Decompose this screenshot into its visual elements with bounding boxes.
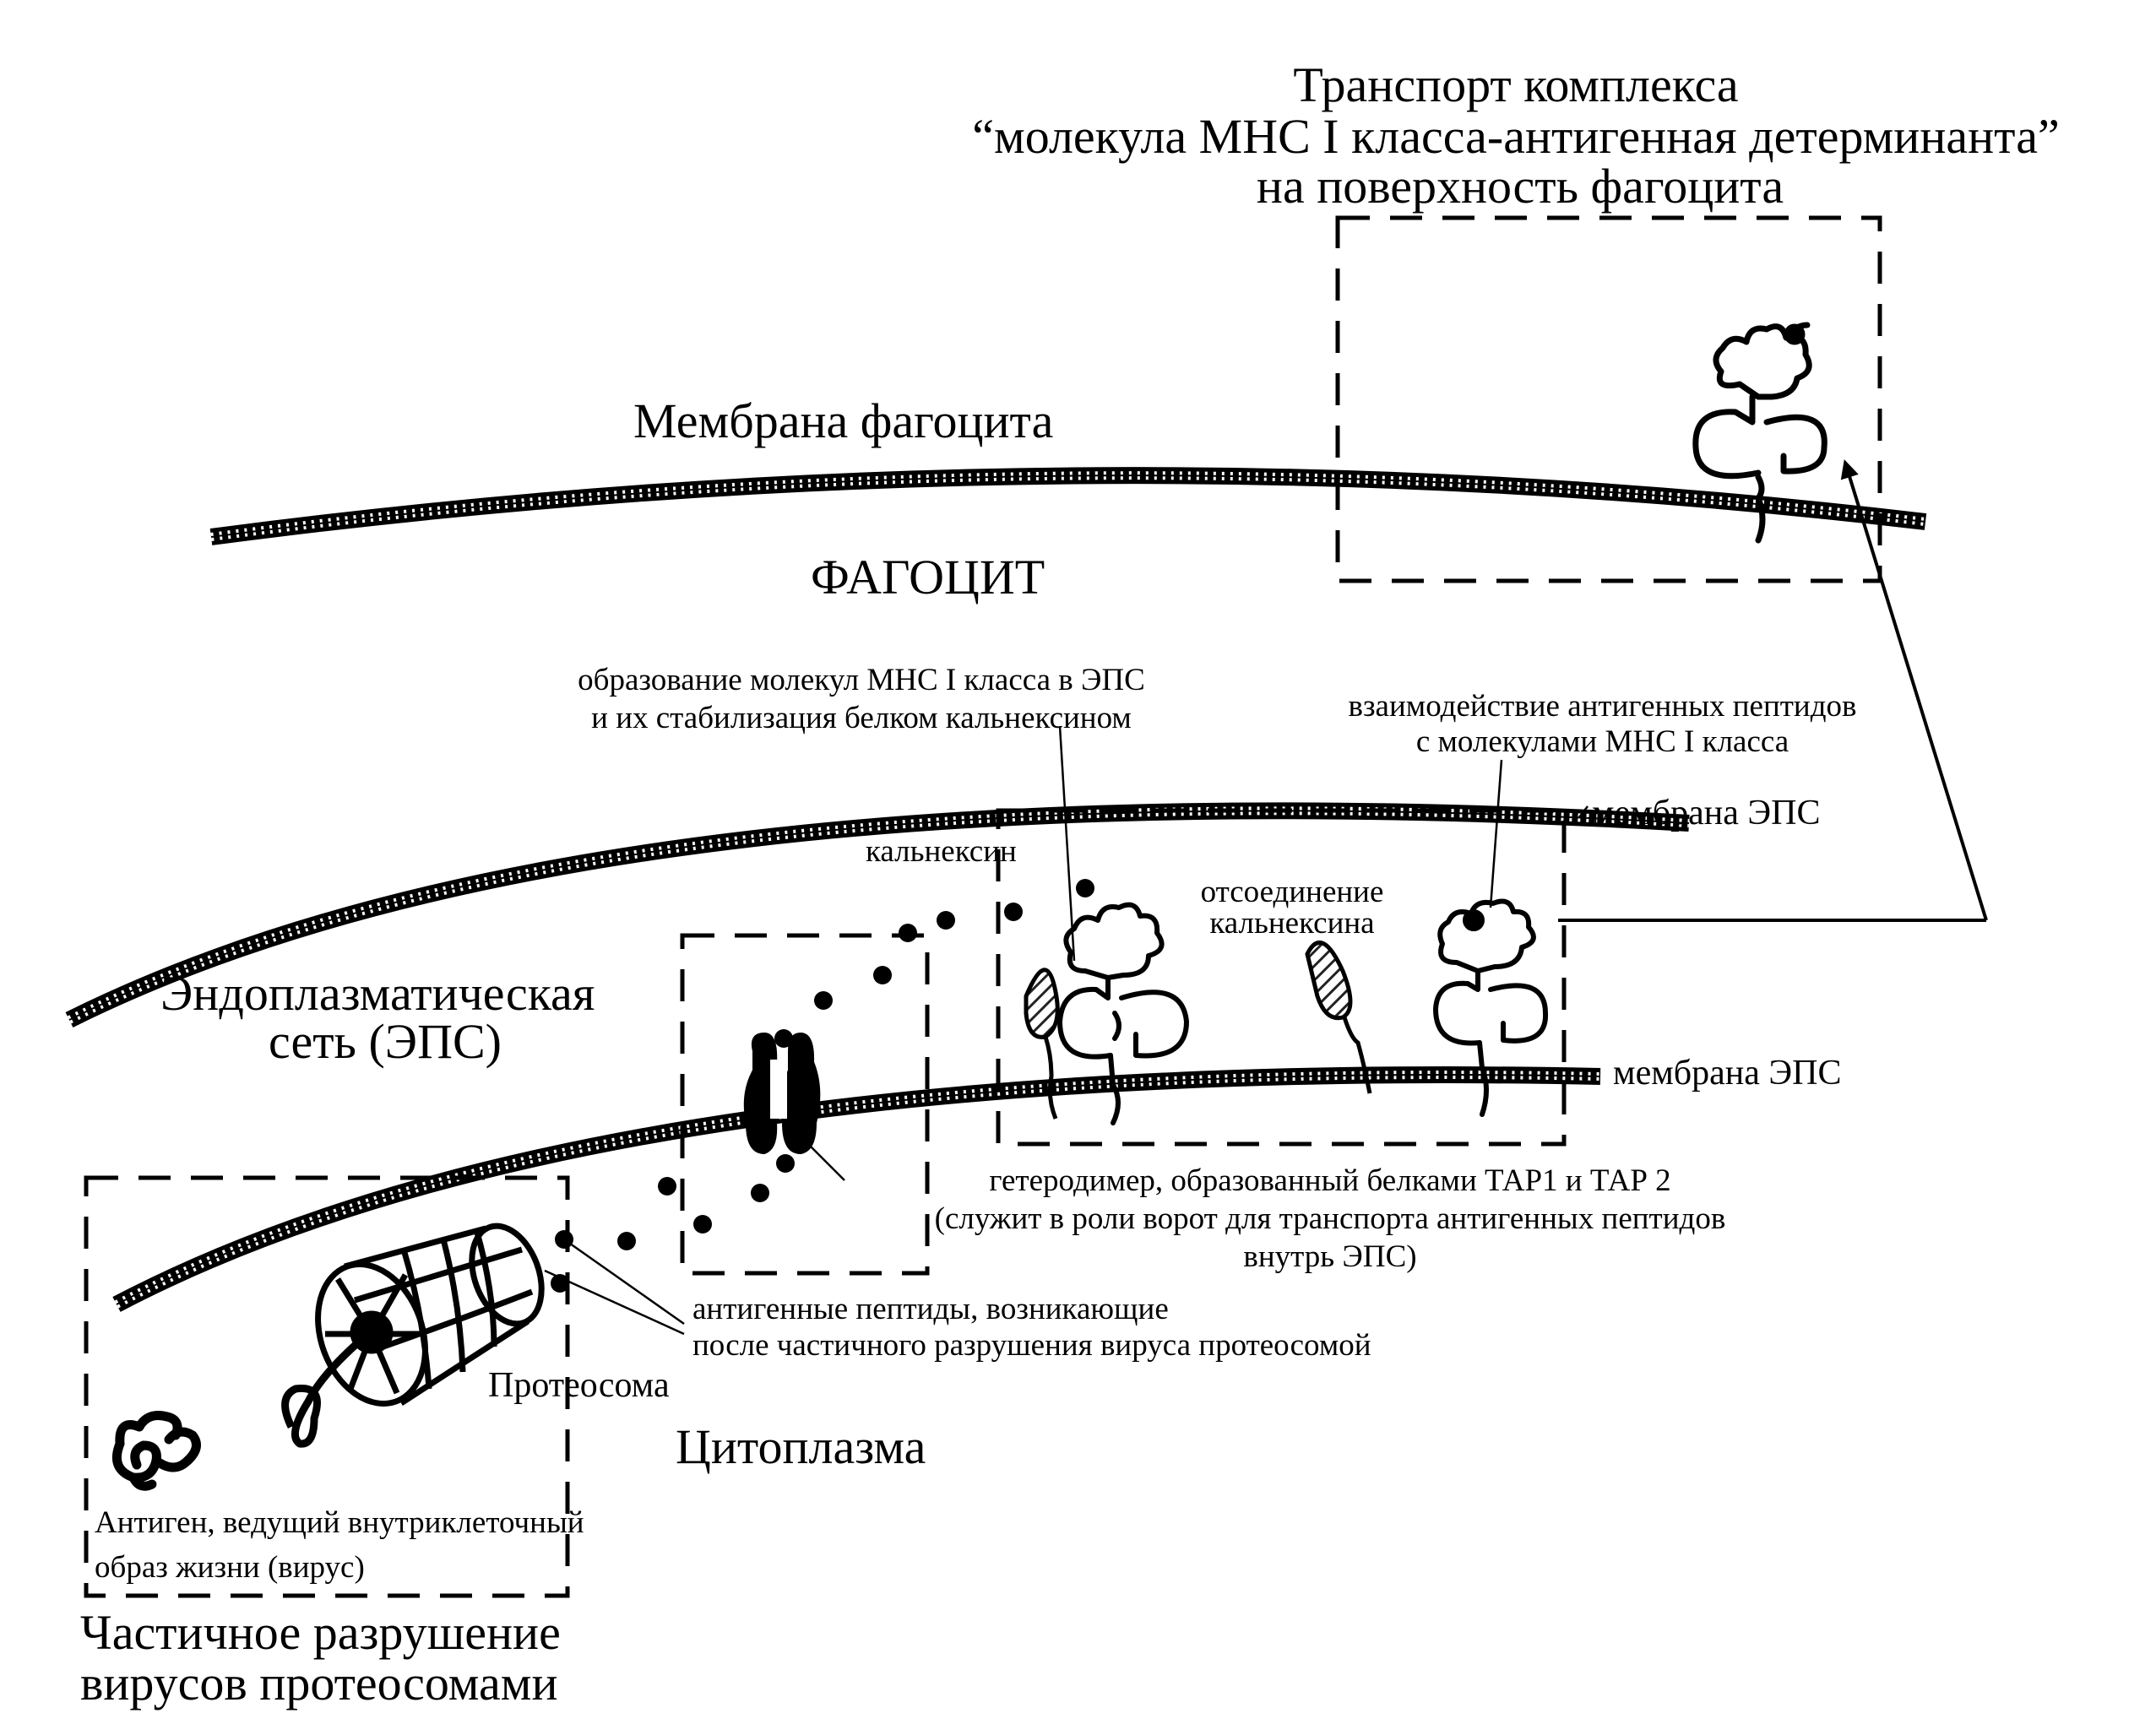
transport-arrow	[1558, 459, 1988, 922]
degradation-label-line2: вирусов протеосомами	[80, 1656, 558, 1711]
phagocyte-label: ФАГОЦИТ	[811, 550, 1045, 605]
tap-dashed-box	[680, 933, 930, 1276]
er-label-line2: сеть (ЭПС)	[269, 1014, 502, 1069]
mhc-formation-label-line2: и их стабилизация белком кальнексином	[591, 701, 1132, 735]
eps-membrane-bottom-label: мембрана ЭПС	[1613, 1054, 1842, 1093]
antigen-label-line1: Антиген, ведущий внутриклеточный	[95, 1505, 584, 1540]
mhc-formation-label-line1: образование молекул МНС I класса в ЭПС	[578, 663, 1145, 697]
er-label-line1: Эндоплазматическая	[160, 966, 595, 1021]
proteasome-icon	[281, 1223, 545, 1448]
mhc-class-i-molecule-icon	[1692, 322, 1827, 544]
phagocyte-membrane-label: Мембрана фагоцита	[633, 393, 1054, 448]
degradation-label-line1: Частичное разрушение	[80, 1605, 561, 1660]
peptides-label-line2: после частичного разрушения вируса проте…	[692, 1328, 1371, 1363]
proteasome-label: Протеосома	[488, 1366, 670, 1405]
cytoplasm-label: Цитоплазма	[676, 1419, 926, 1474]
transport-title-line3: на поверхность фагоцита	[1256, 159, 1784, 214]
calnexin-icon	[1024, 968, 1060, 1120]
transport-dashed-box	[1335, 215, 1882, 583]
proteasome-dashed-box	[84, 1175, 570, 1598]
eps-membrane-top-label: мембрана ЭПС	[1592, 794, 1821, 832]
calnexin-detach-label-line2: кальнексина	[1209, 906, 1375, 941]
tap-heterodimer-icon	[743, 1032, 821, 1155]
mhc-assembly-dashed-box	[996, 808, 1567, 1147]
mhc-class-i-molecule-icon	[1057, 902, 1189, 1125]
eps-membrane-lower	[112, 1066, 1601, 1312]
antigen-label-line2: образ жизни (вирус)	[95, 1550, 365, 1585]
calnexin-label: кальнексин	[866, 834, 1017, 869]
calnexin-icon	[1305, 940, 1372, 1094]
interaction-label-line1: взаимодействие антигенных пептидов	[1348, 689, 1857, 724]
transport-title-line2: “молекула МНС I класса-антигенная детерм…	[972, 109, 2060, 164]
transport-title-line1: Транспорт комплекса	[1293, 57, 1739, 112]
pointer-lines	[544, 725, 1588, 1336]
tap-label-line3: внутрь ЭПС)	[1243, 1239, 1417, 1274]
mhc-class-i-molecule-icon	[1433, 898, 1549, 1117]
peptides-label-line1: антигенные пептиды, возникающие	[692, 1292, 1169, 1326]
calnexin-detach-label-line1: отсоединение	[1200, 875, 1384, 909]
phagocyte-membrane	[209, 467, 1927, 545]
virus-icon	[112, 1411, 201, 1491]
interaction-label-line2: с молекулами МНС I класса	[1415, 724, 1789, 759]
tap-label-line1: гетеродимер, образованный белками ТАР1 и…	[989, 1163, 1671, 1198]
tap-label-line2: (служит в роли ворот для транспорта анти…	[934, 1201, 1726, 1236]
